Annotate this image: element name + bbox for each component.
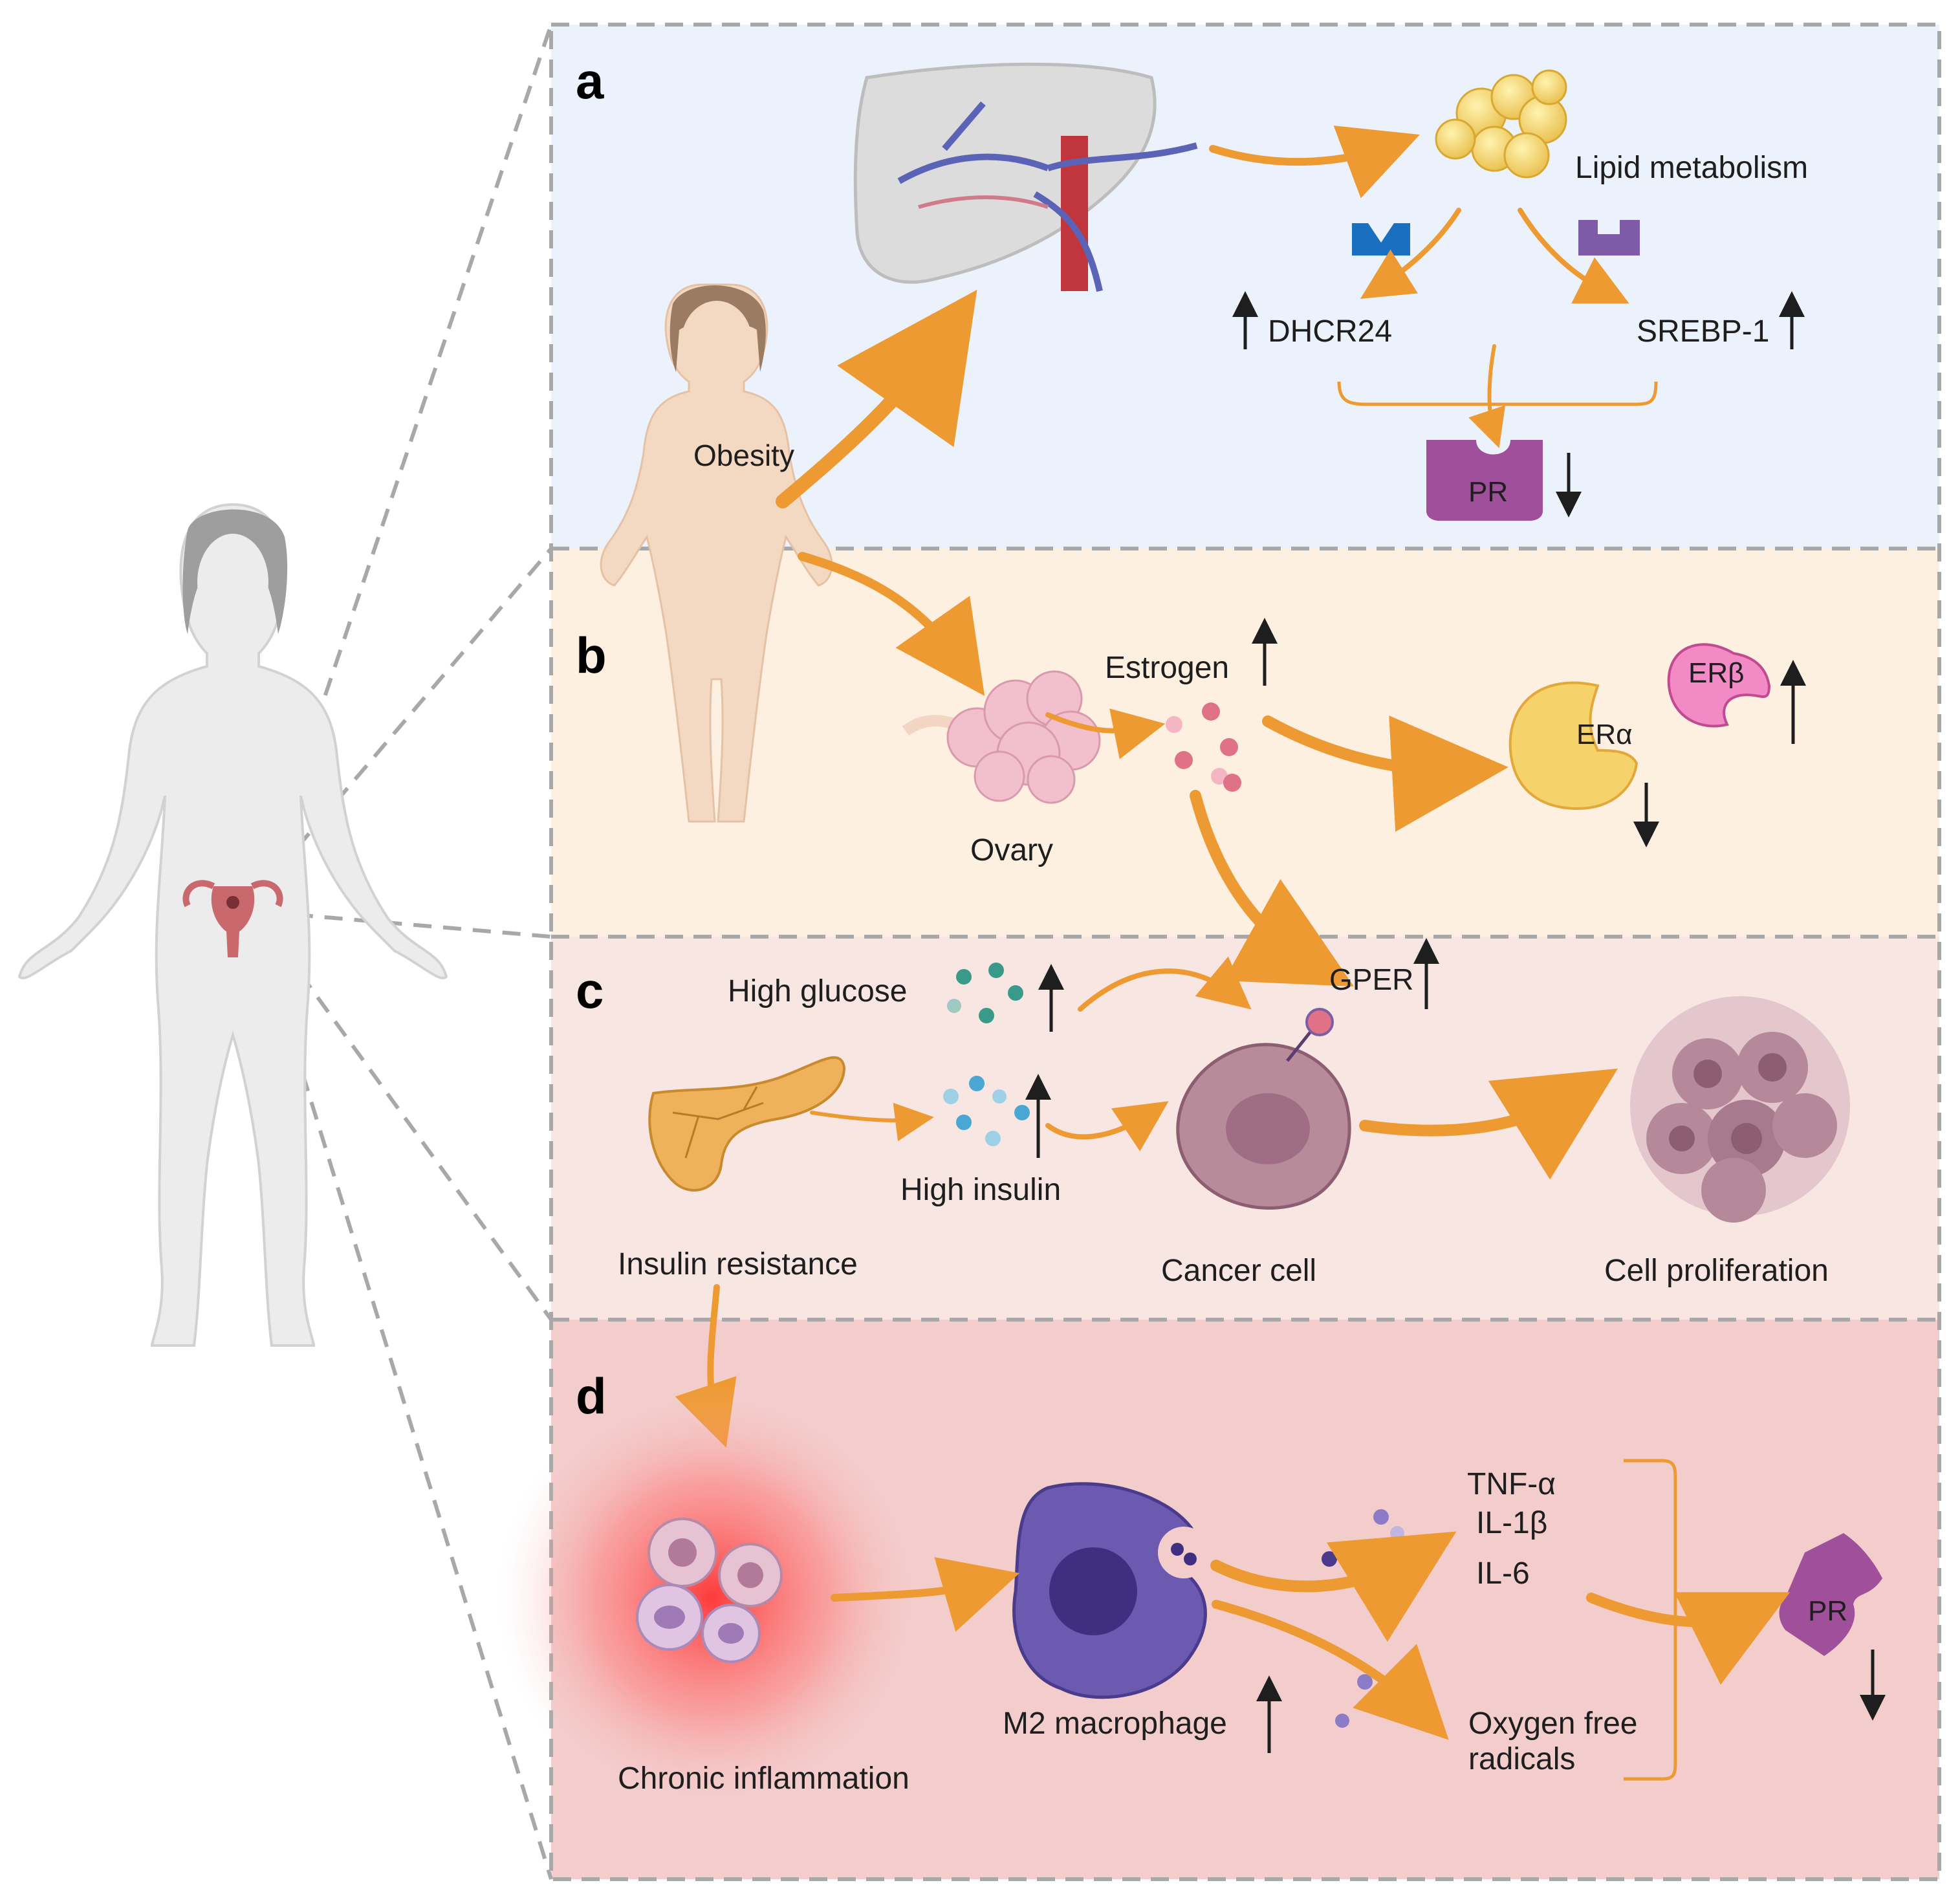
panel-c-letter: c [576,962,604,1019]
dhcr24-enzyme-icon [1352,223,1410,256]
liver-icon [853,62,1198,292]
panel-a-bracket [1337,381,1658,406]
chronic-inflammation-label: Chronic inflammation [618,1761,909,1796]
tumor-icon [1630,996,1850,1223]
uterus-icon [182,880,283,957]
lipid-metabolism-label: Lipid metabolism [1575,151,1808,185]
obese-woman-icon [600,283,833,823]
lipid-droplets-icon [1435,69,1567,179]
obesity-label: Obesity [693,439,794,472]
estrogen-label: Estrogen [1105,651,1229,685]
insulin-resistance-label: Insulin resistance [618,1247,858,1281]
m2-macrophage-label: M2 macrophage [1003,1706,1227,1741]
srebp1-enzyme-icon [1578,220,1640,256]
panel-b-arrows [798,552,1508,986]
cell-proliferation-label: Cell proliferation [1604,1254,1829,1288]
macrophage-icon [1012,1482,1210,1699]
pr-receptor-icon-a [1426,440,1543,521]
dhcr24-label: DHCR24 [1268,314,1392,349]
srebp1-label: SREBP-1 [1637,314,1769,349]
radicals-label: radicals [1468,1742,1575,1776]
oxygen-free-label: Oxygen free [1468,1706,1637,1741]
glucose-molecules-icon [947,963,1023,1023]
er-alpha-label: ERα [1576,719,1633,750]
er-beta-label: ERβ [1688,657,1744,689]
pr-label-d: PR [1808,1595,1847,1627]
panel-a-arrows [776,125,1629,508]
tnf-alpha-label: TNF-α [1467,1467,1556,1501]
pr-receptor-icon-d [1779,1533,1882,1656]
er-alpha-receptor-icon [1508,681,1639,811]
il-6-label: IL-6 [1476,1556,1530,1591]
panel-b-background [551,549,1939,937]
panel-a-letter: a [576,52,604,109]
insulin-molecules-icon [943,1076,1030,1146]
ovary-label: Ovary [970,833,1053,867]
panel-d-arrows [831,1531,1791,1740]
high-insulin-label: High insulin [900,1173,1061,1207]
er-beta-receptor-icon [1667,643,1771,728]
cancer-cell-icon [1176,1008,1351,1210]
il-1beta-label: IL-1β [1476,1506,1547,1540]
ovary-icon [902,670,1101,804]
srebp1-notch [1598,220,1620,234]
panel-b-letter: b [576,627,607,684]
pancreas-icon [648,1056,846,1192]
cancer-cell-label: Cancer cell [1161,1254,1316,1288]
estrogen-molecules-icon [1166,703,1241,792]
inflammation-glow [498,1384,925,1811]
pr-label-a: PR [1468,476,1508,508]
gper-label: GPER [1329,963,1413,996]
immune-cells-icon [636,1518,783,1663]
high-glucose-label: High glucose [728,974,908,1008]
